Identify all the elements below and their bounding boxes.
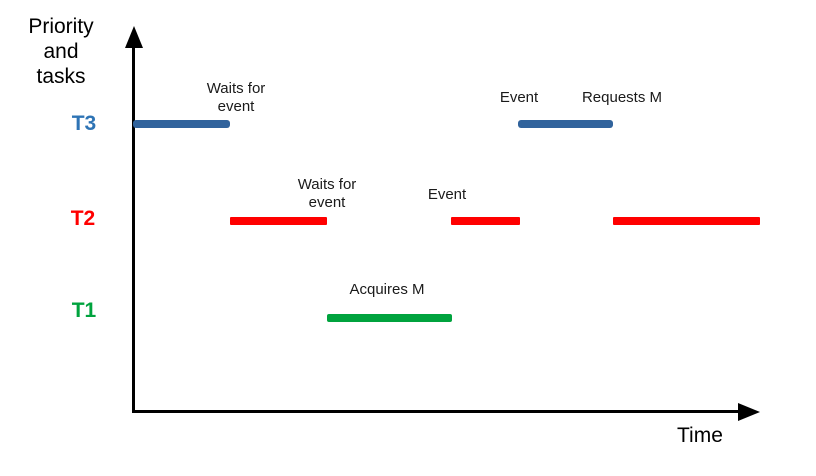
annotation-t3-event: Event [499, 89, 539, 106]
execution-bar-t2-runs-2 [451, 217, 520, 225]
annotation-t2-waits-for-event: Waits for event [297, 176, 357, 211]
execution-bar-t3-runs-1 [133, 120, 230, 128]
y-axis [132, 38, 135, 413]
x-axis [132, 410, 740, 413]
task-label-t2: T2 [70, 207, 96, 230]
x-axis-arrow-icon [738, 403, 760, 421]
annotation-t3-waits-for-event: Waits for event [206, 80, 266, 115]
annotation-t1-acquires-m: Acquires M [349, 281, 425, 298]
task-label-t1: T1 [71, 299, 97, 322]
execution-bar-t2-runs-1 [230, 217, 327, 225]
execution-bar-t2-runs-3 [613, 217, 760, 225]
y-axis-arrow-icon [125, 26, 143, 48]
annotation-t2-event: Event [427, 186, 467, 203]
x-axis-title: Time [677, 424, 723, 447]
annotation-t3-requests-m: Requests M [581, 89, 663, 106]
task-label-t3: T3 [71, 112, 97, 135]
execution-bar-t3-runs-2 [518, 120, 613, 128]
execution-bar-t1-runs-1 [327, 314, 452, 322]
y-axis-title: Priority and tasks [28, 15, 94, 88]
